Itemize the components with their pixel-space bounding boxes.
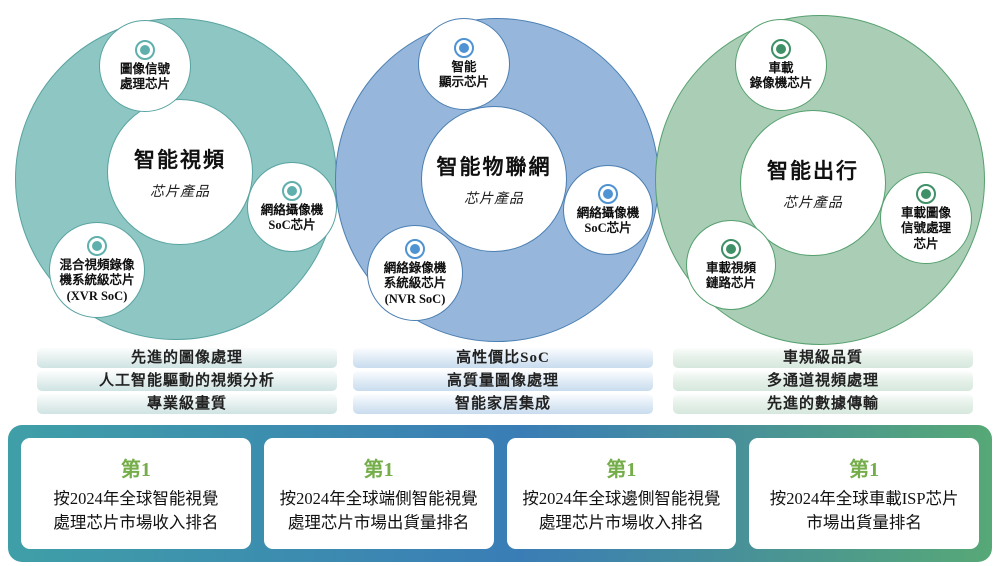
badge-label: 智能 顯示芯片 — [438, 59, 489, 89]
ring-subtitle: 芯片產品 — [150, 184, 210, 200]
badge-label: 混合視頻錄像 機系統級芯片 (XVR SoC) — [59, 258, 135, 303]
product-badge-isp-chip: 圖像信號 處理芯片 — [99, 20, 191, 112]
ring-dot-icon — [282, 180, 302, 201]
feature-row: 智能家居集成 — [353, 394, 653, 414]
dot — [459, 42, 469, 53]
feature-row: 先進的數據傳輸 — [673, 394, 973, 414]
rank-card: 第1 按2024年全球邊側智能視覺 處理芯片市場收入排名 — [506, 438, 737, 549]
feature-row: 人工智能驅動的視頻分析 — [37, 371, 337, 391]
smart-iot-features: 高性價比SoC 高質量圖像處理 智能家居集成 — [353, 348, 653, 414]
ring-subtitle: 芯片產品 — [464, 191, 524, 207]
ring-dot-icon — [771, 38, 791, 59]
rank-description: 按2024年全球端側智能視覺 處理芯片市場出貨量排名 — [279, 488, 478, 532]
ring-dot-icon — [916, 184, 936, 205]
badge-label: 車載 錄像機芯片 — [749, 60, 813, 90]
rank-card: 第1 按2024年全球端側智能視覺 處理芯片市場出貨量排名 — [263, 438, 494, 549]
product-badge-ipc-soc: 網絡攝像機 SoC芯片 — [247, 162, 337, 252]
ring-subtitle: 芯片產品 — [783, 195, 843, 211]
badge-label: 車載圖像 信號處理 芯片 — [900, 206, 951, 251]
smart-video-features: 先進的圖像處理 人工智能驅動的視頻分析 專業級畫質 — [37, 348, 337, 414]
rank-number: 第1 — [849, 458, 880, 481]
dot — [726, 243, 736, 254]
rank-number: 第1 — [606, 458, 637, 481]
dot — [603, 188, 613, 199]
product-badge-ipc-soc: 網絡攝像機 SoC芯片 — [563, 165, 653, 255]
badge-label: 網絡攝像機 SoC芯片 — [260, 202, 324, 232]
feature-row: 車規級品質 — [673, 348, 973, 368]
badge-label: 網絡攝像機 SoC芯片 — [576, 205, 640, 235]
product-badge-display-chip: 智能 顯示芯片 — [418, 18, 510, 110]
badge-label: 圖像信號 處理芯片 — [119, 61, 170, 91]
ring-dot-icon — [135, 39, 155, 60]
rank-description: 按2024年全球車載ISP芯片 市場出貨量排名 — [769, 488, 959, 532]
ring-dot-icon — [598, 183, 618, 204]
rank-card: 第1 按2024年全球車載ISP芯片 市場出貨量排名 — [749, 438, 979, 549]
rank-card: 第1 按2024年全球智能視覺 處理芯片市場收入排名 — [21, 438, 251, 549]
product-badge-car-isp-chip: 車載圖像 信號處理 芯片 — [880, 172, 972, 264]
feature-row: 先進的圖像處理 — [37, 348, 337, 368]
dot — [410, 244, 420, 255]
ring-dot-icon — [454, 37, 474, 58]
badge-label: 車載視頻 鏈路芯片 — [705, 260, 756, 290]
rank-description: 按2024年全球邊側智能視覺 處理芯片市場收入排名 — [522, 488, 721, 532]
dot — [140, 44, 150, 55]
dot — [921, 189, 931, 200]
ring-smart-mobility-center: 智能出行 芯片產品 — [740, 110, 886, 256]
feature-row: 專業級畫質 — [37, 394, 337, 414]
feature-row: 多通道視頻處理 — [673, 371, 973, 391]
ring-dot-icon — [405, 239, 425, 260]
rank-number: 第1 — [363, 458, 394, 481]
dot — [287, 185, 297, 196]
ring-title: 智能視頻 — [134, 147, 226, 172]
dot — [92, 241, 102, 252]
ring-smart-video-center: 智能視頻 芯片產品 — [107, 99, 253, 245]
rank-banner: 第1 按2024年全球智能視覺 處理芯片市場收入排名 第1 按2024年全球端側… — [8, 425, 992, 562]
ring-smart-iot-center: 智能物聯網 芯片產品 — [421, 106, 567, 252]
product-badge-xvr-soc: 混合視頻錄像 機系統級芯片 (XVR SoC) — [49, 222, 145, 318]
product-badge-car-video-link-chip: 車載視頻 鏈路芯片 — [686, 220, 776, 310]
smart-mobility-features: 車規級品質 多通道視頻處理 先進的數據傳輸 — [673, 348, 973, 414]
ring-dot-icon — [87, 236, 107, 257]
feature-row: 高質量圖像處理 — [353, 371, 653, 391]
product-badge-nvr-soc: 網絡錄像機 系統級芯片 (NVR SoC) — [367, 225, 463, 321]
product-badge-car-recorder-chip: 車載 錄像機芯片 — [735, 19, 827, 111]
feature-row: 高性價比SoC — [353, 348, 653, 368]
rank-description: 按2024年全球智能視覺 處理芯片市場收入排名 — [53, 488, 219, 532]
badge-label: 網絡錄像機 系統級芯片 (NVR SoC) — [383, 261, 447, 306]
rank-number: 第1 — [120, 458, 151, 481]
ring-title: 智能物聯網 — [436, 154, 552, 179]
ring-dot-icon — [721, 238, 741, 259]
ring-title: 智能出行 — [767, 158, 859, 183]
dot — [776, 43, 786, 54]
